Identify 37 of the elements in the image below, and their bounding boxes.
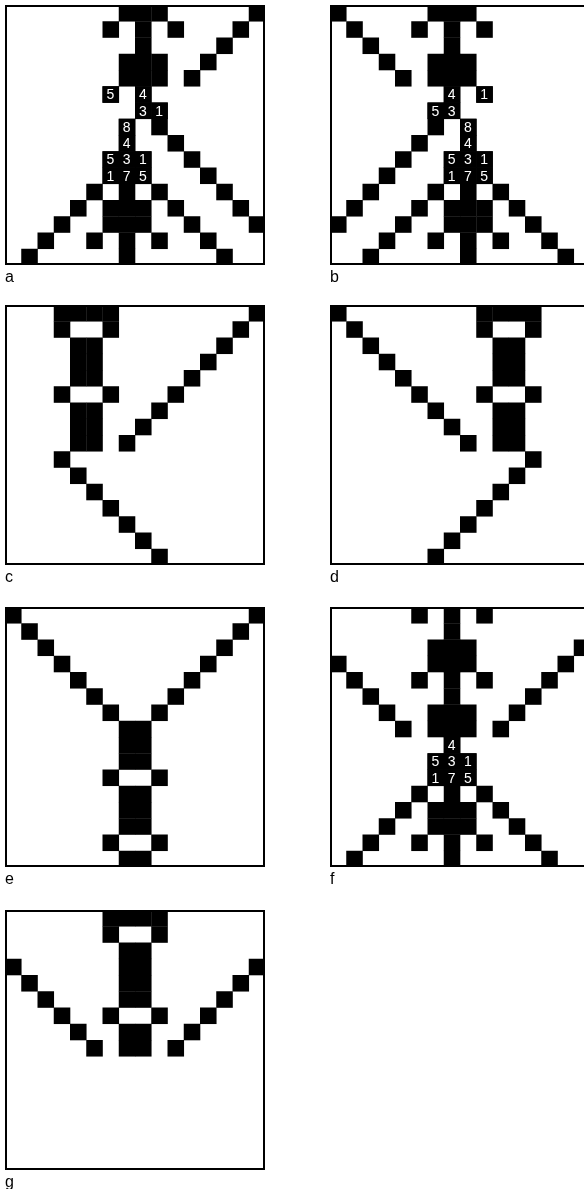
cell-number: 8 xyxy=(121,118,132,135)
cell-number: 5 xyxy=(105,86,116,103)
cell-number: 3 xyxy=(138,102,148,119)
cell-number: 1 xyxy=(154,102,165,119)
panel-letter: a xyxy=(5,269,14,285)
panel-letter: d xyxy=(330,569,339,585)
cell-number: 4 xyxy=(446,737,457,753)
cell-number: 7 xyxy=(446,769,457,786)
cell-number: 5 xyxy=(430,102,441,119)
cell-number: 1 xyxy=(479,151,490,168)
cell-number: 3 xyxy=(463,151,473,168)
cell-number: 1 xyxy=(463,753,473,770)
cell-number: 5 xyxy=(463,769,473,786)
cell-number: 1 xyxy=(446,167,457,184)
cell-number: 5 xyxy=(430,753,441,770)
panel-letter: f xyxy=(330,871,335,887)
cell-number: 3 xyxy=(121,151,132,168)
cell-number: 1 xyxy=(105,167,116,184)
cell-number: 5 xyxy=(446,151,457,168)
cell-number: 4 xyxy=(463,135,473,151)
cell-number: 5 xyxy=(138,167,148,184)
panel-letter: b xyxy=(330,269,339,285)
cell-number: 3 xyxy=(446,102,457,119)
cell-number: 5 xyxy=(479,167,490,184)
cell-number: 1 xyxy=(430,769,441,786)
cell-number: 5 xyxy=(105,151,116,168)
panel-letter: c xyxy=(5,569,13,585)
cell-number: 3 xyxy=(446,753,457,770)
cell-number: 4 xyxy=(446,86,457,103)
cell-number: 4 xyxy=(138,86,148,103)
cell-number: 1 xyxy=(138,151,148,168)
panel-letter: e xyxy=(5,871,14,887)
cell-number: 7 xyxy=(463,167,473,184)
cell-number: 4 xyxy=(121,135,132,151)
cell-number: 8 xyxy=(463,118,473,135)
cell-number: 7 xyxy=(121,167,132,184)
cell-number: 1 xyxy=(479,86,490,103)
